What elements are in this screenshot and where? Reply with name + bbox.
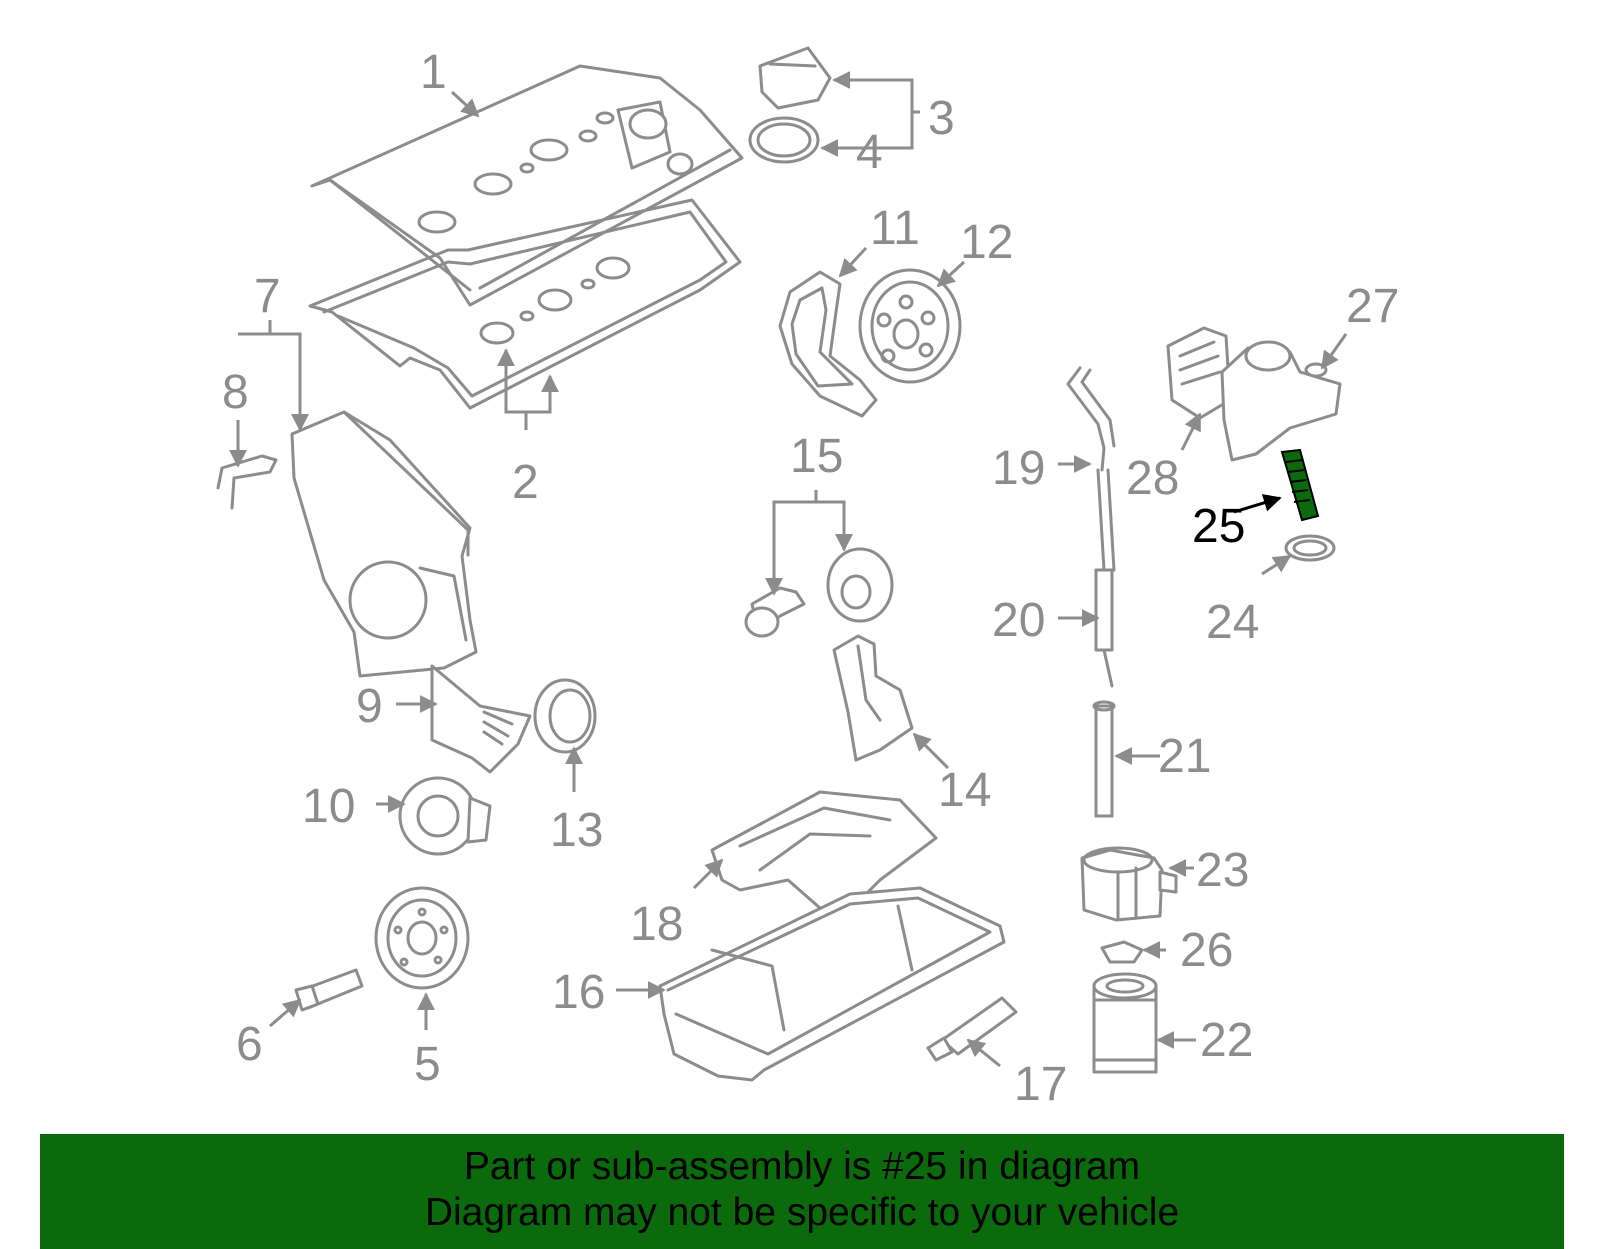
callout-3: 3 <box>928 92 955 145</box>
part-15-idler <box>744 547 894 638</box>
callout-18: 18 <box>630 898 683 951</box>
part-21-dipstick-tube <box>1092 700 1116 818</box>
part-27-pump <box>1220 340 1342 462</box>
part-2-gasket <box>308 198 742 410</box>
callout-15: 15 <box>790 430 843 483</box>
part-3-filler-cap <box>758 46 832 110</box>
part-10-tensioner <box>398 776 492 856</box>
part-7-timing-cover <box>290 410 478 678</box>
callout-5: 5 <box>414 1038 441 1091</box>
callout-8: 8 <box>222 366 249 419</box>
part-26-plug <box>1100 940 1144 964</box>
part-25-stud <box>1280 448 1320 522</box>
banner-line-disclaimer: Diagram may not be specific to your vehi… <box>424 1191 1180 1234</box>
callout-2: 2 <box>512 456 539 509</box>
callout-9: 9 <box>356 680 383 733</box>
callout-17: 17 <box>1014 1058 1067 1111</box>
callout-7: 7 <box>254 270 281 323</box>
part-19-dipstick <box>1066 366 1116 688</box>
callout-11: 11 <box>870 202 920 255</box>
callout-4: 4 <box>856 126 883 179</box>
callout-24: 24 <box>1206 596 1259 649</box>
part-14-bracket <box>832 634 914 762</box>
info-banner: Part or sub-assembly is #25 in diagram D… <box>40 1134 1564 1249</box>
callout-19: 19 <box>992 442 1045 495</box>
part-17-sealant <box>926 996 1018 1062</box>
part-5-crank-pulley <box>374 886 470 990</box>
callout-12: 12 <box>960 216 1013 269</box>
part-11-timing-belt <box>778 270 878 418</box>
callout-26: 26 <box>1180 924 1233 977</box>
part-6-bolt <box>294 968 364 1012</box>
callout-16: 16 <box>552 966 605 1019</box>
part-1-valve-cover <box>310 64 744 307</box>
callout-27: 27 <box>1346 280 1399 333</box>
part-4-seal-ring <box>748 116 820 164</box>
part-22-oil-filter <box>1092 972 1158 1074</box>
callout-1: 1 <box>420 46 447 99</box>
part-28-gasket <box>1166 326 1232 420</box>
callout-labels: 1 2 3 4 5 6 7 8 9 10 11 12 13 14 15 16 1… <box>222 46 1399 1111</box>
part-8-seal <box>216 454 278 510</box>
part-23-filter-housing <box>1080 846 1178 922</box>
callout-28: 28 <box>1126 452 1179 505</box>
callout-13: 13 <box>550 804 603 857</box>
callout-25: 25 <box>1192 500 1245 553</box>
part-9-inner-cover <box>430 664 532 774</box>
leader-lines <box>229 71 1348 1068</box>
callout-20: 20 <box>992 594 1045 647</box>
part-13-crank-sprocket <box>533 678 597 754</box>
banner-line-part: Part or sub-assembly is #25 in diagram <box>463 1145 1141 1188</box>
callout-6: 6 <box>236 1018 263 1071</box>
callout-10: 10 <box>302 780 355 833</box>
callout-23: 23 <box>1196 844 1249 897</box>
part-12-cam-sprocket <box>858 268 962 384</box>
callout-21: 21 <box>1158 730 1211 783</box>
callout-22: 22 <box>1200 1014 1253 1067</box>
part-24-o-ring <box>1284 534 1336 562</box>
callout-14: 14 <box>938 764 991 817</box>
part-16-oil-pan <box>658 886 1006 1082</box>
